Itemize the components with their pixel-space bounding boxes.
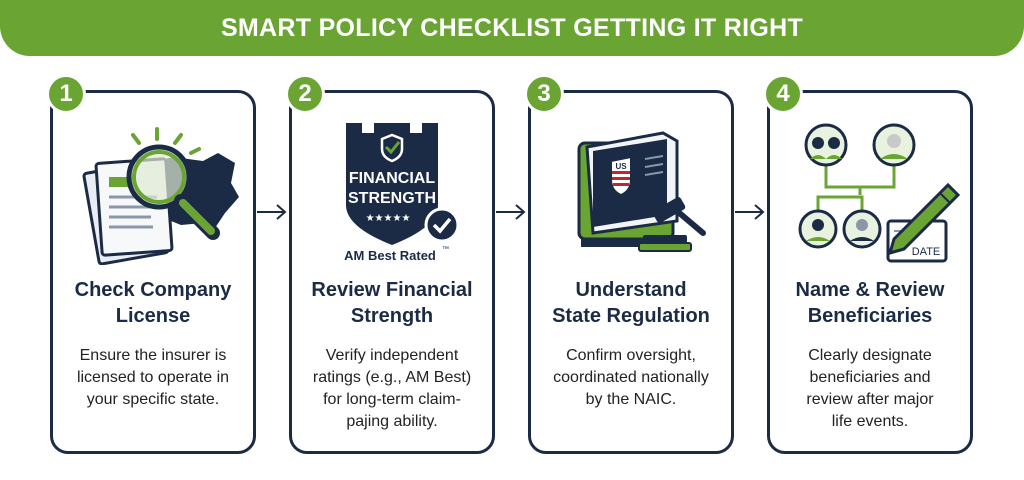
step-card-2: FINANCIAL STRENGTH ★★★★★ AM Best Rated ™…: [289, 90, 495, 454]
person-avatar-icon: [798, 209, 838, 249]
step-title-line: Review Financial: [311, 279, 473, 301]
shield-text-line2: STRENGTH: [348, 190, 436, 207]
step-title-line: Strength: [350, 305, 434, 327]
step-desc-line: review after major: [806, 391, 934, 408]
step-title-line: State Regulation: [552, 305, 710, 327]
step-title: Name & Review Beneficiaries: [776, 277, 964, 329]
trademark-symbol: ™: [442, 246, 449, 253]
step-description: Clearly designate beneficiaries and revi…: [776, 345, 964, 433]
fortress-shield-icon: FINANCIAL STRENGTH ★★★★★ AM Best Rated ™: [344, 123, 460, 263]
step-description: Verify independent ratings (e.g., AM Bes…: [298, 345, 486, 433]
step-card-1: Check Company License Ensure the insurer…: [50, 90, 256, 454]
page-title: SMART POLICY CHECKLIST GETTING IT RIGHT: [220, 13, 804, 42]
person-avatar-icon: [842, 209, 882, 249]
step-desc-line: pajing ability.: [346, 413, 438, 430]
header-banner: SMART POLICY CHECKLIST GETTING IT RIGHT: [0, 0, 1024, 56]
date-label: DATE: [912, 246, 941, 258]
step-desc-line: your specific state.: [86, 391, 220, 408]
shield-caption: AM Best Rated: [344, 248, 436, 263]
step-number-badge: 1: [46, 74, 86, 114]
step-desc-line: licensed to operate in: [76, 369, 230, 386]
step-desc-line: Verify independent: [325, 347, 459, 364]
family-tree-pencil-icon: DATE: [798, 123, 961, 263]
book-label: US: [615, 162, 627, 171]
person-avatar-icon: [872, 123, 916, 167]
step-number-badge: 4: [763, 74, 803, 114]
step-number-badge: 2: [285, 74, 325, 114]
step-title-line: Check Company: [74, 279, 232, 301]
step-desc-line: coordinated nationally: [553, 369, 709, 386]
step-desc-line: ratings (e.g., AM Best): [312, 369, 472, 386]
step-title-line: Beneficiaries: [807, 305, 933, 327]
step-number-badge: 3: [524, 74, 564, 114]
magnifier-over-us-map-icon: [82, 127, 239, 265]
step-desc-line: Ensure the insurer is: [79, 347, 227, 364]
step-desc-line: Clearly designate: [808, 347, 932, 364]
step-desc-line: beneficiaries and: [809, 369, 931, 386]
rating-stars-icon: ★★★★★: [366, 213, 411, 224]
step-desc-line: Confirm oversight,: [566, 347, 696, 364]
shield-text-line1: FINANCIAL: [349, 170, 435, 187]
step-card-4: DATE Name & Review Beneficiaries Clearly…: [767, 90, 973, 454]
law-book-gavel-icon: US: [577, 131, 706, 252]
step-title-line: Name & Review: [795, 279, 945, 301]
arrow-right-icon: [257, 204, 287, 220]
step-card-3: US Understand State Regulation Confirm o…: [528, 90, 734, 454]
step-title-line: License: [115, 305, 191, 327]
step-title: Understand State Regulation: [537, 277, 725, 329]
step-title: Check Company License: [59, 277, 247, 329]
arrow-right-icon: [496, 204, 526, 220]
step-description: Confirm oversight, coordinated nationall…: [537, 345, 725, 411]
step-desc-line: by the NAIC.: [585, 391, 677, 408]
step-title-line: Understand: [575, 279, 687, 301]
step-description: Ensure the insurer is licensed to operat…: [59, 345, 247, 411]
step-desc-line: for long-term claim-: [323, 391, 461, 408]
arrow-right-icon: [735, 204, 765, 220]
step-title: Review Financial Strength: [298, 277, 486, 329]
step-desc-line: life events.: [831, 413, 909, 430]
person-avatar-icon: [804, 123, 848, 167]
